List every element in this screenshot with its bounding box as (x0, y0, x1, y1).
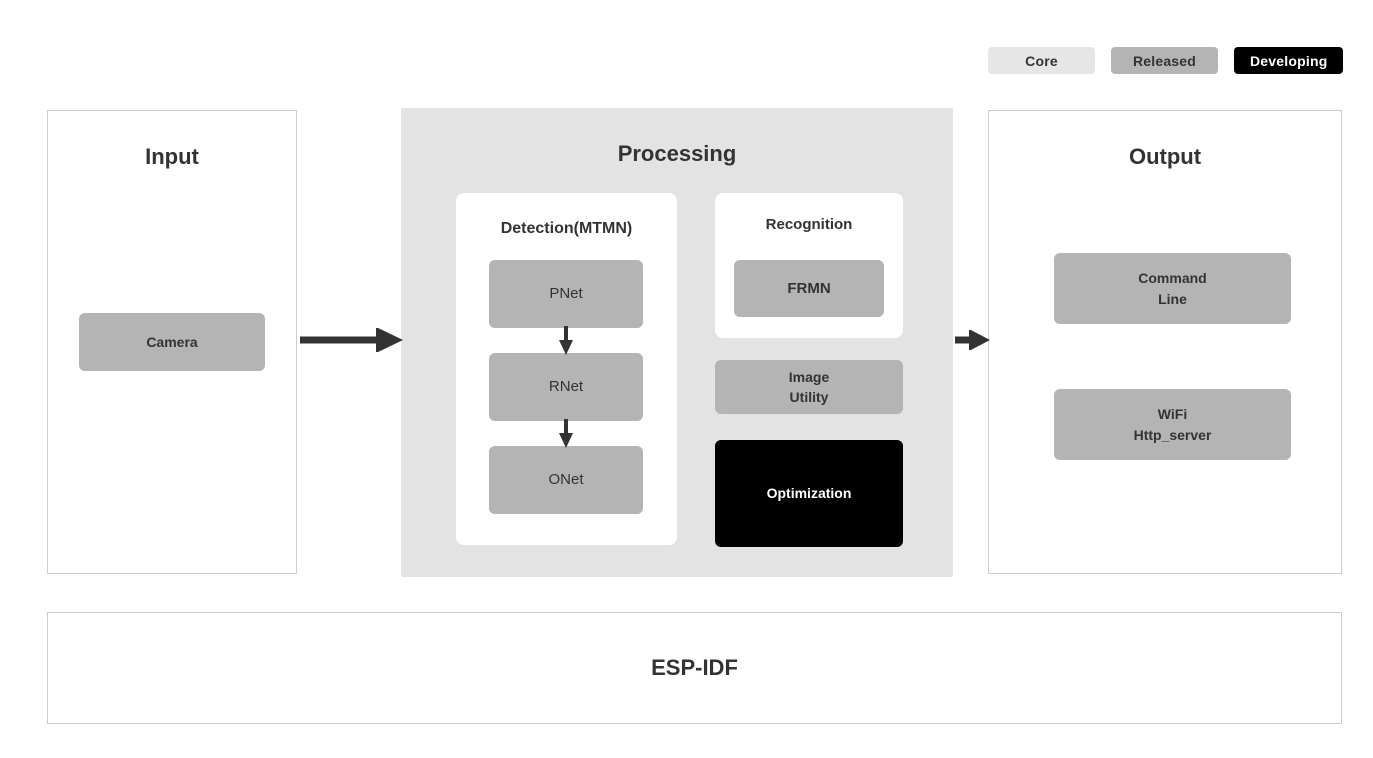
node-label-wifi-http-server: WiFi Http_server (1133, 406, 1212, 443)
node-label-optimization: Optimization (766, 485, 852, 502)
panel-title-input: Input (145, 144, 199, 169)
legend-item-developing: Developing (1234, 47, 1344, 74)
card-title-recognition: Recognition (765, 216, 853, 233)
legend-label-developing: Developing (1250, 52, 1328, 69)
arrow-pnet-to-rnet-icon (559, 326, 573, 355)
arrow-input-to-processing-icon (300, 328, 403, 352)
panel-title-processing: Processing (617, 141, 737, 166)
legend-label-core: Core (1025, 52, 1058, 69)
node-onet: ONet (489, 446, 643, 514)
node-image-utility: Image Utility (715, 360, 903, 414)
node-pnet: PNet (489, 260, 643, 328)
panel-title-output: Output (1128, 144, 1202, 169)
node-label-frmn: FRMN (787, 279, 831, 297)
legend: Core Released Developing (988, 47, 1344, 74)
card-title-detection: Detection(MTMN) (500, 220, 633, 237)
arrow-rnet-to-onet-icon (559, 419, 573, 448)
panel-esp-idf: ESP-IDF (47, 612, 1342, 724)
node-label-image-utility: Image Utility (788, 368, 830, 405)
node-label-onet: ONet (548, 471, 584, 489)
node-optimization: Optimization (715, 440, 903, 547)
label-esp-idf: ESP-IDF (651, 655, 738, 680)
legend-item-released: Released (1111, 47, 1218, 74)
node-camera: Camera (79, 313, 265, 371)
legend-item-core: Core (988, 47, 1095, 74)
arrow-processing-to-output-icon (955, 330, 990, 350)
node-command-line: Command Line (1054, 253, 1291, 324)
legend-label-released: Released (1132, 52, 1197, 69)
node-label-rnet: RNet (548, 378, 584, 396)
panel-output: Output (988, 110, 1342, 574)
node-frmn: FRMN (734, 260, 884, 317)
node-rnet: RNet (489, 353, 643, 421)
node-label-pnet: PNet (549, 285, 583, 303)
node-label-command-line: Command Line (1138, 270, 1207, 307)
node-label-camera: Camera (146, 333, 198, 350)
node-wifi-http-server: WiFi Http_server (1054, 389, 1291, 460)
